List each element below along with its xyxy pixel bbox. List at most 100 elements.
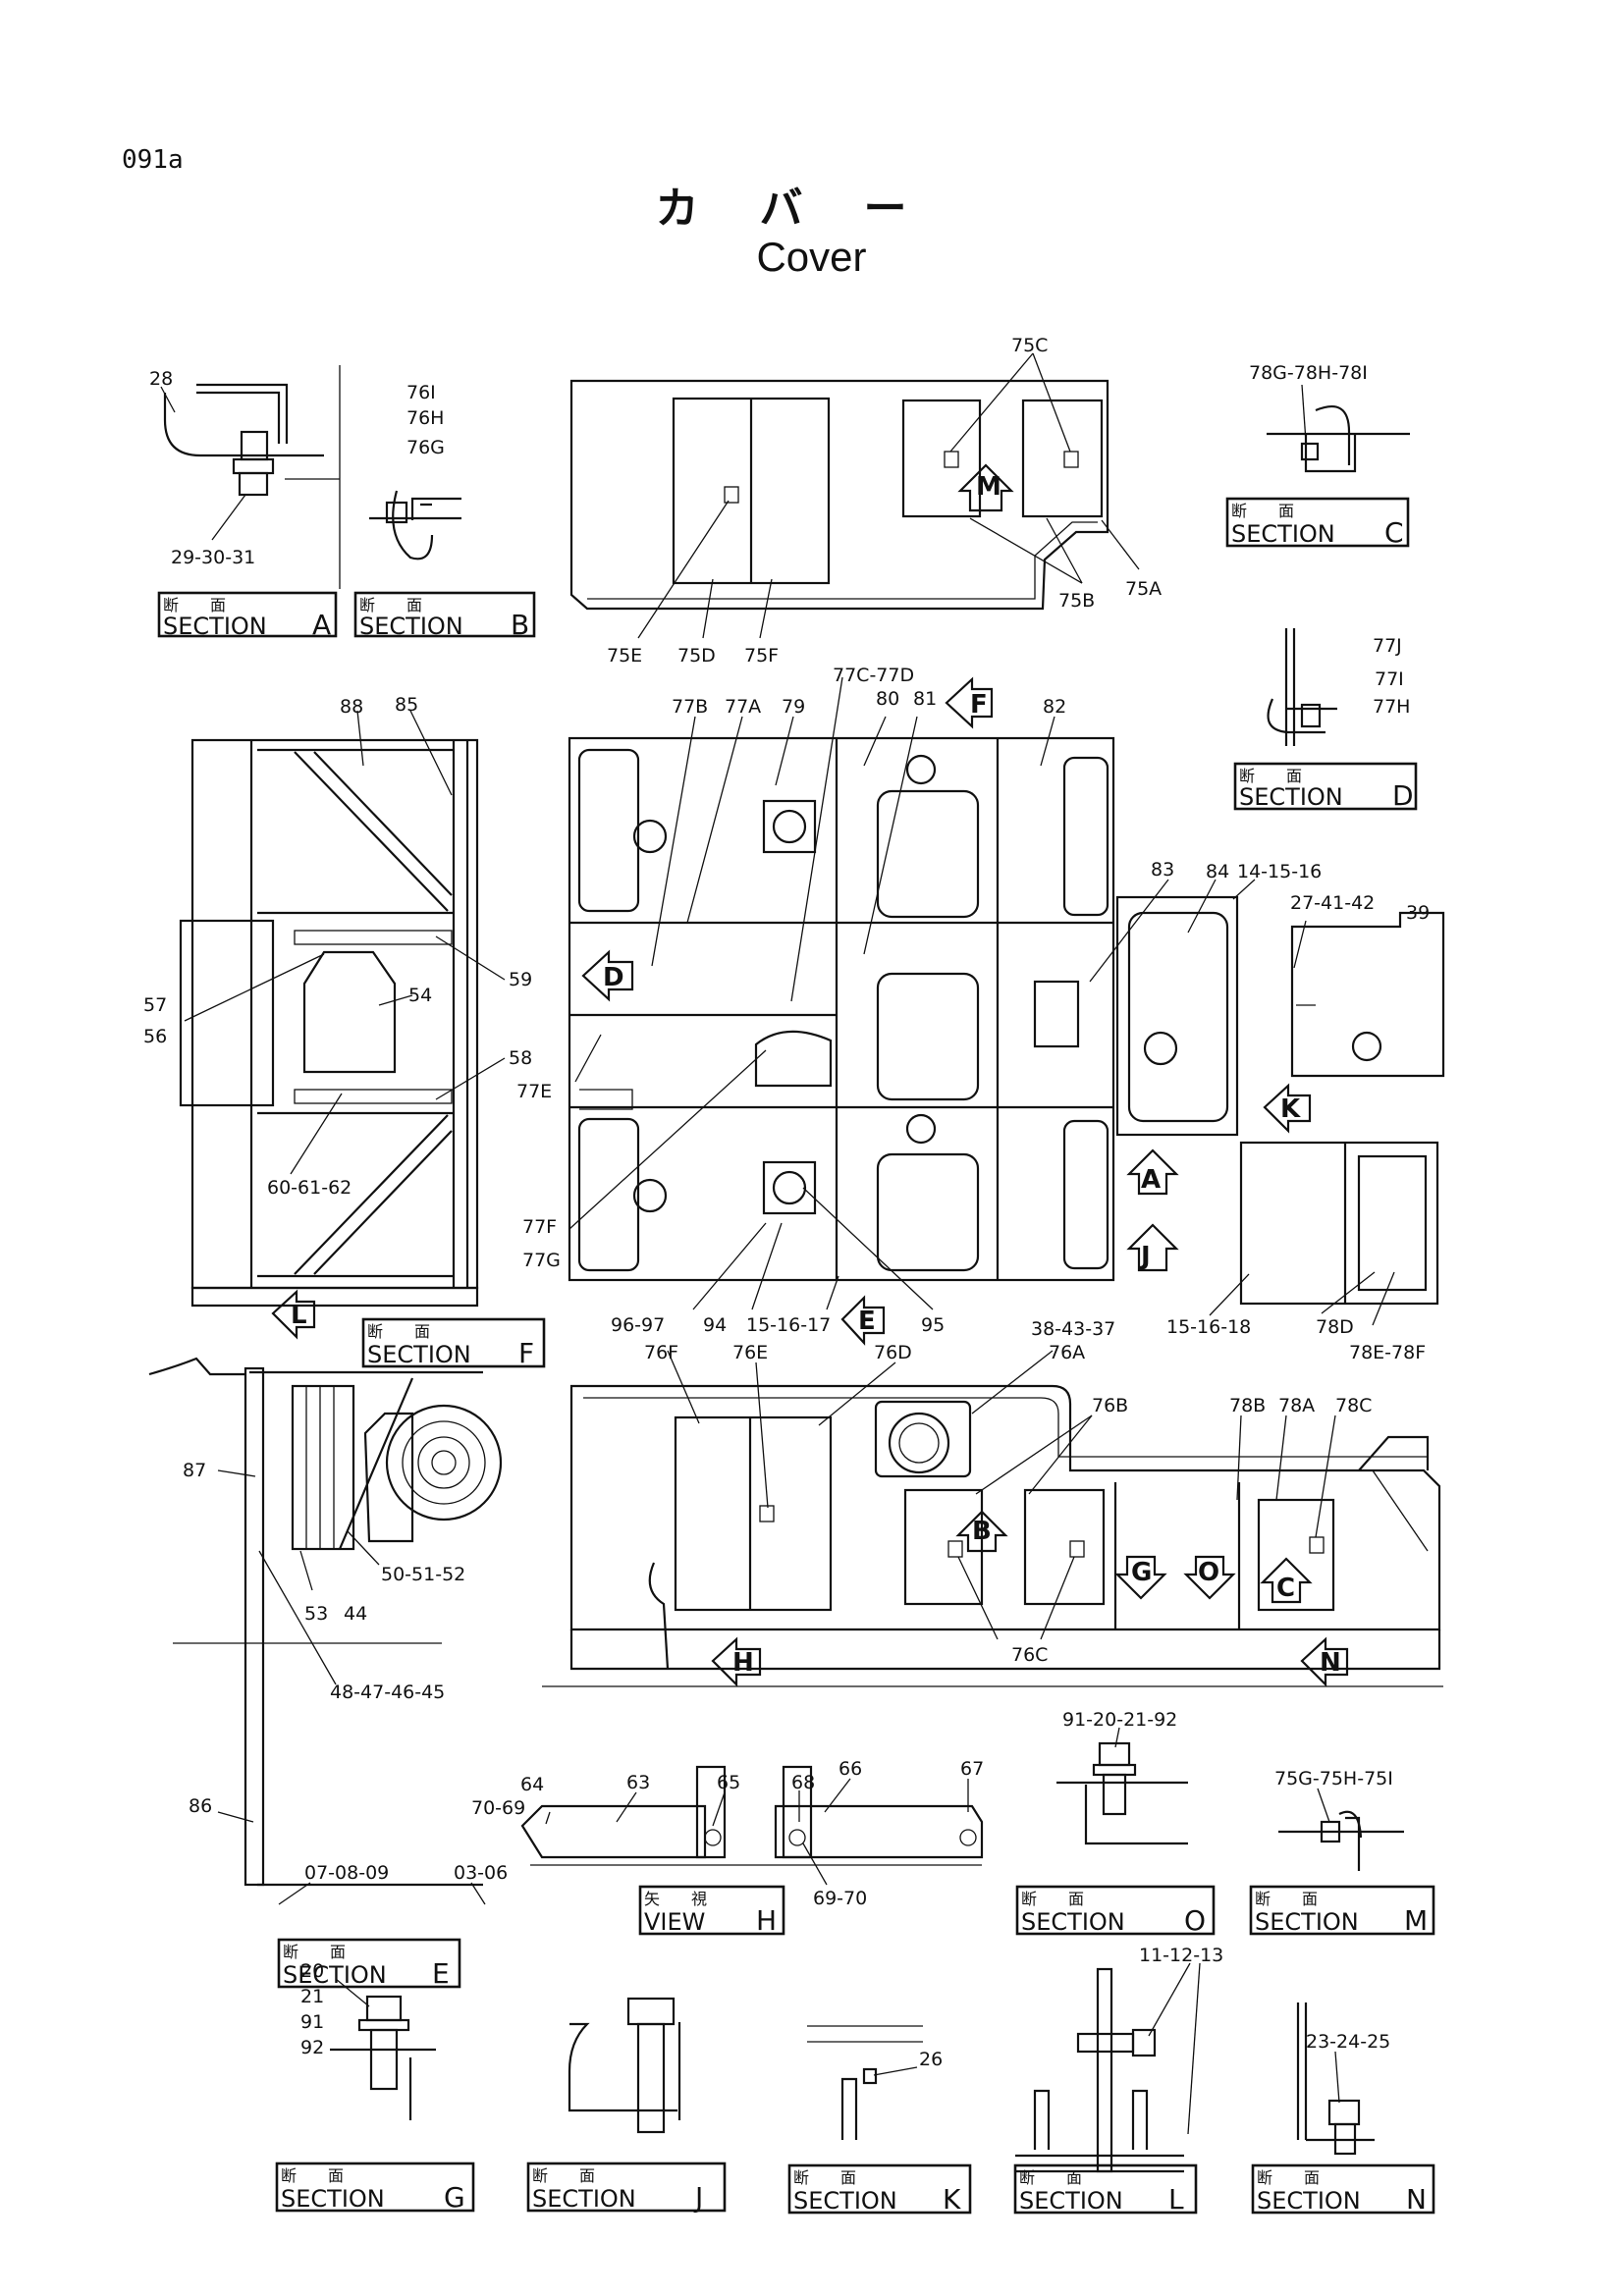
page-code: 091a <box>122 145 184 175</box>
svg-text:O: O <box>1184 1904 1206 1937</box>
svg-text:B: B <box>511 609 529 641</box>
view-arrow-h: H <box>711 1636 762 1687</box>
svg-text:76A: 76A <box>1049 1342 1085 1363</box>
svg-text:断 面: 断 面 <box>532 2166 595 2185</box>
svg-text:83: 83 <box>1151 859 1174 881</box>
svg-text:75A: 75A <box>1125 578 1162 600</box>
section-box-k: 断 面 SECTION K <box>787 2163 972 2216</box>
detail-section-l <box>1015 1967 1184 2173</box>
svg-text:SECTION: SECTION <box>367 1341 471 1368</box>
svg-text:J: J <box>1139 1242 1151 1271</box>
svg-text:78E-78F: 78E-78F <box>1349 1342 1426 1363</box>
view-arrow-m: M <box>957 463 1014 512</box>
svg-text:69-70: 69-70 <box>813 1888 867 1909</box>
svg-text:76F: 76F <box>644 1342 678 1363</box>
svg-text:M: M <box>976 472 1001 502</box>
panel-27-41-42 <box>1290 911 1445 1078</box>
svg-text:断 面: 断 面 <box>793 2168 856 2187</box>
svg-text:53: 53 <box>304 1603 328 1625</box>
svg-text:断 面: 断 面 <box>163 596 226 614</box>
svg-text:75B: 75B <box>1058 590 1095 612</box>
detail-section-j <box>568 1997 681 2134</box>
section-box-j: 断 面 SECTION J <box>526 2162 727 2214</box>
svg-text:91-20-21-92: 91-20-21-92 <box>1062 1709 1177 1731</box>
view-arrow-d: D <box>581 949 634 1002</box>
top-view-cover <box>569 379 1109 611</box>
part-labels: 28 29-30-31 76I 76H 76G 75C 78G-78H-78I … <box>143 335 1430 2070</box>
svg-text:66: 66 <box>839 1758 862 1780</box>
svg-text:78A: 78A <box>1278 1395 1315 1416</box>
svg-text:断 面: 断 面 <box>1019 2168 1082 2187</box>
svg-text:76I: 76I <box>406 382 436 403</box>
view-arrow-l: L <box>271 1289 316 1340</box>
svg-text:SECTION: SECTION <box>163 613 267 640</box>
svg-text:58: 58 <box>509 1047 532 1069</box>
svg-text:77F: 77F <box>522 1216 557 1238</box>
svg-text:81: 81 <box>913 688 937 710</box>
svg-text:SECTION: SECTION <box>1257 2187 1361 2215</box>
svg-text:SECTION: SECTION <box>1019 2187 1123 2215</box>
svg-text:G: G <box>1131 1558 1152 1587</box>
svg-text:J: J <box>693 2181 703 2214</box>
svg-text:75G-75H-75I: 75G-75H-75I <box>1274 1768 1393 1789</box>
svg-text:76B: 76B <box>1092 1395 1128 1416</box>
svg-text:B: B <box>972 1517 992 1546</box>
section-box-a: 断 面 SECTION A <box>157 591 338 641</box>
svg-text:95: 95 <box>921 1314 945 1336</box>
svg-text:E: E <box>858 1307 876 1336</box>
svg-text:28: 28 <box>149 368 173 390</box>
section-box-n: 断 面 SECTION N <box>1251 2163 1435 2216</box>
svg-text:L: L <box>291 1301 307 1330</box>
section-box-b: 断 面 SECTION B <box>353 591 536 641</box>
svg-text:断 面: 断 面 <box>1257 2168 1320 2187</box>
svg-text:96-97: 96-97 <box>611 1314 665 1336</box>
left-side-view-frame <box>179 738 479 1308</box>
svg-text:L: L <box>1168 2183 1184 2216</box>
svg-text:D: D <box>603 963 624 992</box>
svg-text:38-43-37: 38-43-37 <box>1031 1318 1115 1340</box>
view-arrow-g: G <box>1114 1555 1167 1600</box>
svg-text:77J: 77J <box>1373 635 1402 657</box>
svg-text:80: 80 <box>876 688 899 710</box>
svg-text:SECTION: SECTION <box>281 2185 385 2213</box>
section-box-l: 断 面 SECTION L <box>1013 2163 1198 2216</box>
view-arrow-j: J <box>1126 1223 1179 1272</box>
view-h-brackets <box>520 1765 984 1866</box>
svg-text:91: 91 <box>300 2011 324 2033</box>
svg-text:76D: 76D <box>874 1342 912 1363</box>
view-arrow-a: A <box>1126 1148 1179 1196</box>
svg-text:07-08-09: 07-08-09 <box>304 1862 389 1884</box>
svg-text:60-61-62: 60-61-62 <box>267 1177 352 1199</box>
svg-text:E: E <box>432 1957 450 1990</box>
svg-text:56: 56 <box>143 1026 167 1047</box>
svg-text:03-06: 03-06 <box>454 1862 508 1884</box>
detail-section-a <box>163 365 341 589</box>
svg-text:59: 59 <box>509 969 532 990</box>
svg-text:SECTION: SECTION <box>1239 783 1343 811</box>
svg-text:断 面: 断 面 <box>1231 502 1294 520</box>
svg-text:70-69: 70-69 <box>471 1797 525 1819</box>
svg-text:15-16-18: 15-16-18 <box>1166 1316 1251 1338</box>
view-arrow-e: E <box>840 1295 886 1346</box>
title-japanese: カバー <box>655 184 968 234</box>
detail-section-b <box>369 490 461 561</box>
main-side-view-panels <box>568 736 1115 1282</box>
svg-text:44: 44 <box>344 1603 367 1625</box>
svg-text:88: 88 <box>340 696 363 718</box>
detail-section-o <box>1056 1741 1188 1845</box>
svg-text:57: 57 <box>143 994 167 1016</box>
svg-text:A: A <box>1141 1165 1161 1195</box>
detail-section-k <box>807 2025 923 2140</box>
svg-text:G: G <box>444 2181 465 2214</box>
svg-text:断 面: 断 面 <box>281 2166 344 2185</box>
svg-text:O: O <box>1198 1558 1219 1587</box>
svg-text:27-41-42: 27-41-42 <box>1290 892 1375 914</box>
svg-text:68: 68 <box>791 1772 815 1793</box>
svg-text:断 面: 断 面 <box>1239 767 1302 785</box>
svg-text:SECTION: SECTION <box>532 2185 636 2213</box>
svg-text:78D: 78D <box>1316 1316 1354 1338</box>
svg-text:SECTION: SECTION <box>1231 520 1335 548</box>
svg-text:15-16-17: 15-16-17 <box>746 1314 831 1336</box>
svg-text:F: F <box>518 1337 534 1369</box>
